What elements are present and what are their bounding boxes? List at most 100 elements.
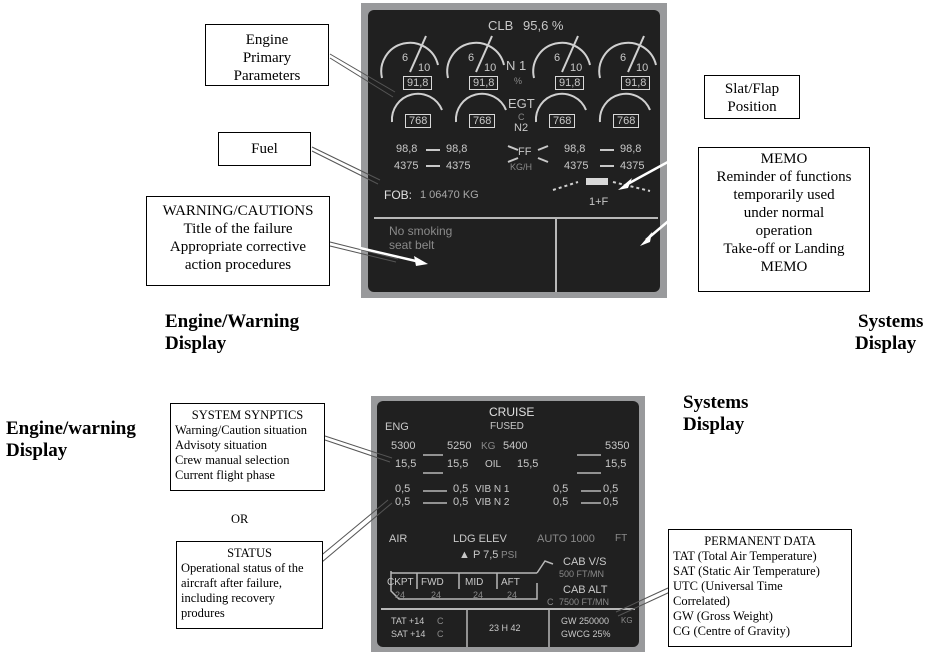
zone-temp-ckpt: 24 [395,590,405,600]
vib-n2-value-4: 0,5 [603,496,618,508]
oil-value-2: 15,5 [447,458,468,470]
gwcg-value: GWCG 25% [561,629,611,639]
sat-value: SAT +14 [391,629,425,639]
gauge-scale-high: 10 [418,62,430,74]
caption-systems-top: Systems Display [855,311,923,355]
callout-system-synoptics: SYSTEM SYNPTICS Warning/Caution situatio… [170,403,325,491]
zone-mid: MID [465,577,483,588]
warning-line-1: No smoking [389,224,452,238]
egt-value-1: 768 [405,114,431,128]
n1-value-3: 91,8 [555,76,584,90]
gw-unit: KG [621,616,633,625]
or-label: OR [231,512,248,527]
callout-memo: MEMO Reminder of functions temporarily u… [698,147,870,292]
n1-value-1: 91,8 [403,76,432,90]
oil-value-3: 15,5 [517,458,538,470]
zone-temp-fwd: 24 [431,590,441,600]
ff-label: FF [518,146,531,158]
gauge-scale-low: 6 [554,52,560,64]
gauge-scale-high: 10 [570,62,582,74]
oil-label: OIL [485,459,501,470]
sat-unit: C [437,629,444,639]
oil-value-1: 15,5 [395,458,416,470]
n2-value-1: 98,8 [396,143,417,155]
fused-label: FUSED [490,421,524,432]
utc-value: 23 H 42 [489,623,521,633]
vib-n2-value-1: 0,5 [395,496,410,508]
n2-value-4: 98,8 [620,143,641,155]
sd-graphics [377,401,639,647]
egt-value-3: 768 [549,114,575,128]
cab-alt-value: 7500 FT/MN [559,597,609,607]
caption-systems-bottom: Systems Display [683,392,748,436]
ff-value-2: 4375 [446,160,470,172]
warning-line-2: seat belt [389,238,434,252]
caption-engine-warning-bottom: Engine/warning Display [6,418,136,462]
ft-unit: FT [615,533,627,544]
thrust-value: 95,6 % [523,18,563,33]
gauge-scale-high: 10 [636,62,648,74]
fused-value-4: 5350 [605,440,629,452]
ff-value-1: 4375 [394,160,418,172]
vib-n1-label: VIB N 1 [475,484,509,495]
flight-phase: CLB [488,18,513,33]
ff-unit: KG/H [510,162,532,172]
tat-value: TAT +14 [391,616,424,626]
n2-value-2: 98,8 [446,143,467,155]
callout-permanent-data: PERMANENT DATA TAT (Total Air Temperatur… [668,529,852,647]
vib-n1-value-4: 0,5 [603,483,618,495]
fused-value-2: 5250 [447,440,471,452]
gauge-scale-high: 10 [484,62,496,74]
zone-ckpt: CKPT [387,577,414,588]
n1-value-2: 91,8 [469,76,498,90]
vib-n2-value-3: 0,5 [553,496,568,508]
n1-value-4: 91,8 [621,76,650,90]
egt-label: EGT [508,96,535,111]
auto-value: AUTO 1000 [537,533,595,545]
gauge-scale-low: 6 [620,52,626,64]
vib-n1-value-2: 0,5 [453,483,468,495]
psi-unit: PSI [501,550,517,561]
fob-label: FOB: [384,188,412,202]
systems-display: CRUISE ENG FUSED 5300 5250 KG 5400 5350 … [371,396,645,652]
ldg-elev-label: LDG ELEV [453,533,507,545]
fused-value-1: 5300 [391,440,415,452]
sd-title: CRUISE [489,405,534,419]
callout-slat-flap: Slat/Flap Position [704,75,800,119]
cab-alt-label: CAB ALT [563,584,607,596]
callout-status: STATUS Operational status of the aircraf… [176,541,323,629]
n1-unit: % [514,76,522,86]
fused-unit: KG [481,441,495,452]
cabin-temp-unit: C [547,597,554,607]
callout-warning-cautions: WARNING/CAUTIONS Title of the failure Ap… [146,196,330,286]
delta-p-value: ▲ P 7,5 [459,549,498,561]
slat-flap-indicator [553,178,650,191]
outflow-arrow [537,561,553,573]
vib-n1-value-3: 0,5 [553,483,568,495]
callout-engine-primary: Engine Primary Parameters [205,24,329,86]
ff-value-4: 4375 [620,160,644,172]
oil-value-4: 15,5 [605,458,626,470]
cab-vs-value: 500 FT/MN [559,569,604,579]
egt-unit: C [518,112,525,122]
caption-engine-warning-top: Engine/Warning Display [165,311,299,355]
vib-n2-label: VIB N 2 [475,497,509,508]
fob-value: 1 06470 KG [420,189,479,201]
cab-vs-label: CAB V/S [563,556,606,568]
zone-temp-mid: 24 [473,590,483,600]
egt-value-4: 768 [613,114,639,128]
gauge-scale-low: 6 [402,52,408,64]
gw-value: GW 250000 [561,616,609,626]
vib-n2-value-2: 0,5 [453,496,468,508]
fused-value-3: 5400 [503,440,527,452]
air-label: AIR [389,533,407,545]
n2-label: N2 [514,122,528,134]
flap-config-label: 1+F [589,196,608,208]
n1-label: N 1 [506,58,526,73]
zone-temp-aft: 24 [507,590,517,600]
engine-warning-display: CLB 95,6 % 6 10 6 10 6 10 6 10 N 1 % 91,… [361,3,667,298]
eng-label: ENG [385,421,409,433]
zone-fwd: FWD [421,577,444,588]
ff-value-3: 4375 [564,160,588,172]
sd-screen: CRUISE ENG FUSED 5300 5250 KG 5400 5350 … [377,401,639,647]
